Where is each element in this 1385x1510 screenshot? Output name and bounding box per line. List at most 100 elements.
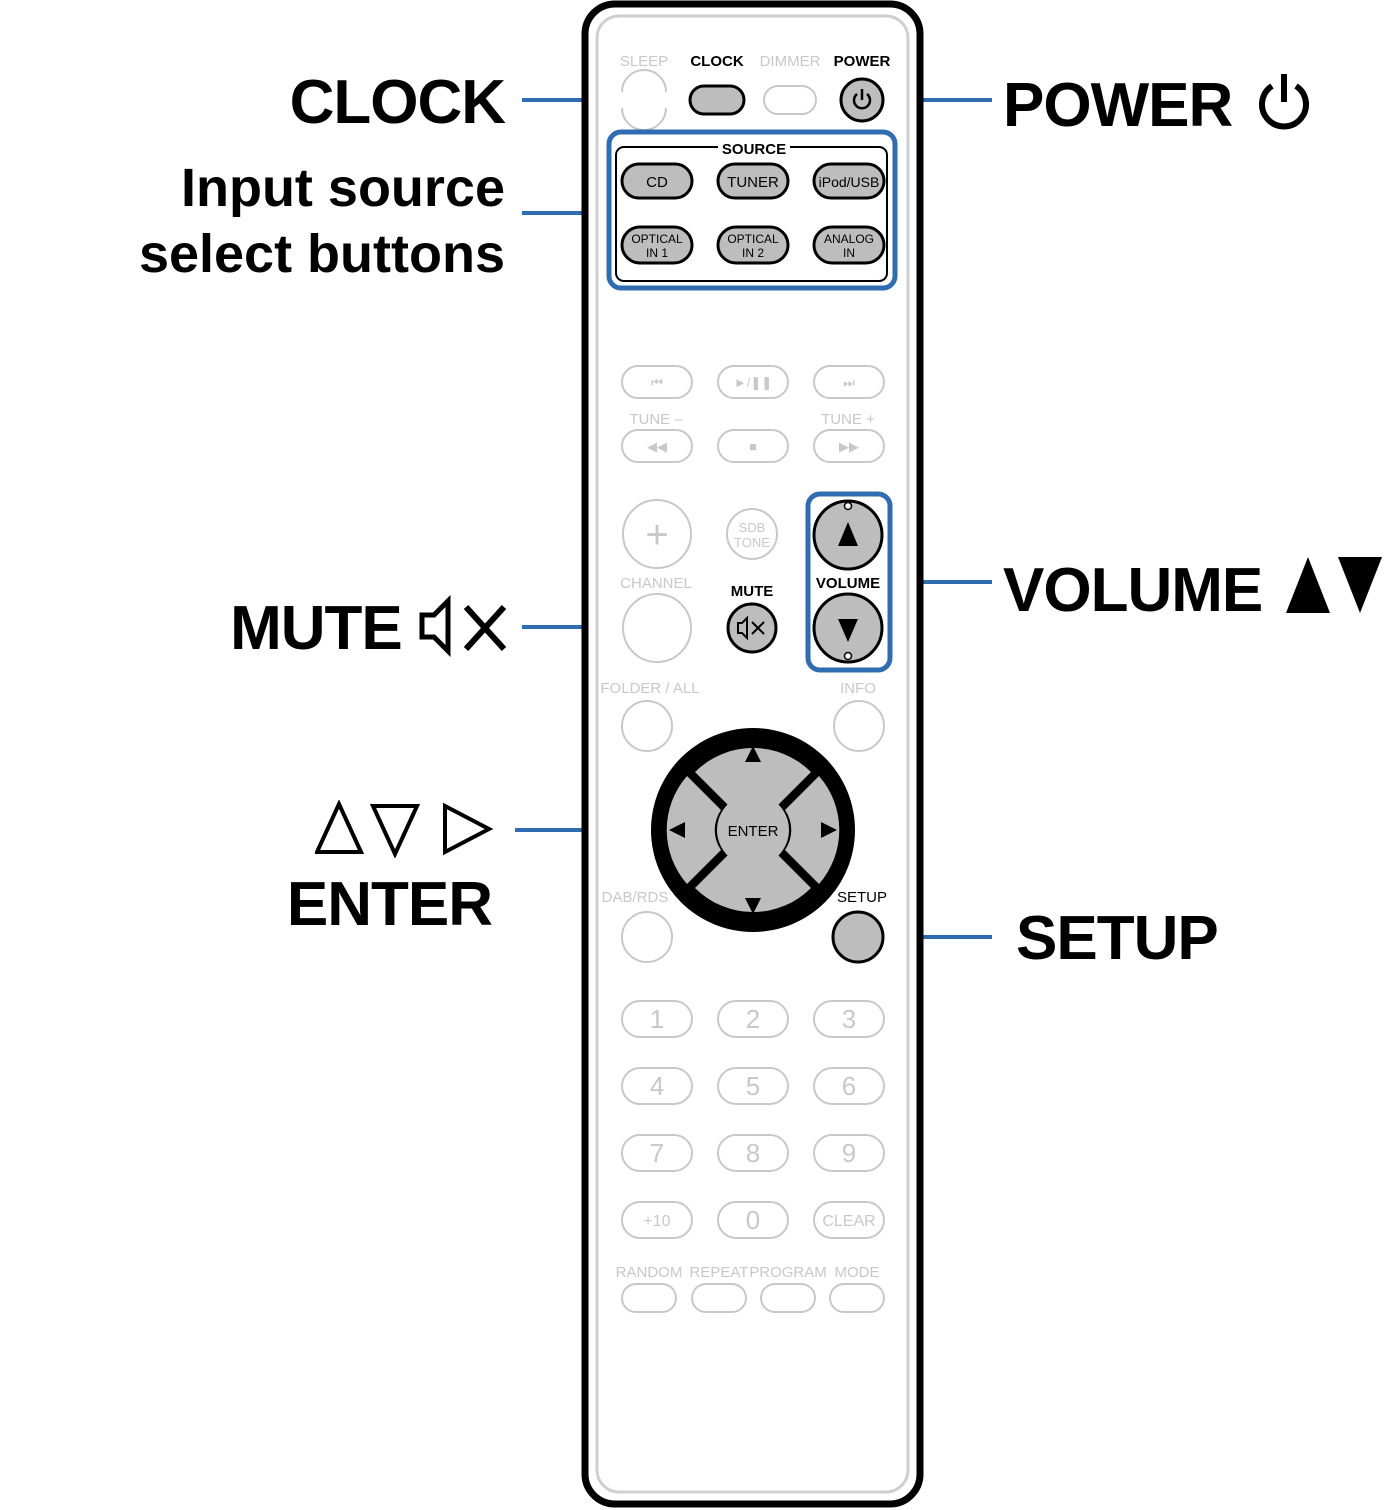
dpad-right-button[interactable] xyxy=(785,776,840,884)
numpad-button[interactable] xyxy=(717,1201,789,1239)
bottom-row-button[interactable] xyxy=(691,1283,747,1313)
volume-up-icon xyxy=(838,522,858,546)
numpad-button[interactable] xyxy=(813,1000,885,1038)
optical-in1-button[interactable] xyxy=(620,225,694,265)
dimmer-button[interactable] xyxy=(763,85,817,115)
optical-in2-label-a: OPTICAL xyxy=(727,232,779,246)
channel-minus-button[interactable] xyxy=(622,593,692,663)
label-folder-all: FOLDER / ALL xyxy=(600,680,699,697)
enter-button[interactable] xyxy=(717,794,789,866)
numpad-button-label: 3 xyxy=(842,1004,856,1034)
fast-forward-icon: ▶▶ xyxy=(839,439,859,454)
numpad-button[interactable] xyxy=(621,1000,693,1038)
dpad-left-icon xyxy=(669,822,685,838)
callout-cursor xyxy=(300,799,495,868)
rewind-button[interactable] xyxy=(621,429,693,463)
numpad-button[interactable] xyxy=(813,1134,885,1172)
label-channel: CHANNEL xyxy=(620,575,692,592)
cd-button[interactable] xyxy=(620,162,694,200)
setup-button[interactable] xyxy=(831,910,885,964)
stop-button[interactable] xyxy=(717,429,789,463)
prev-button[interactable] xyxy=(621,365,693,399)
fast-forward-button[interactable] xyxy=(813,429,885,463)
numpad-button[interactable] xyxy=(717,1134,789,1172)
bottom-row-label: MODE xyxy=(835,1264,880,1281)
remote-body-inner xyxy=(595,14,910,1494)
callout-mute-label: MUTE xyxy=(230,594,403,663)
ipod-usb-button-label: iPod/USB xyxy=(819,174,880,190)
callout-input-source: Input source select buttons xyxy=(80,155,505,287)
tone-label: TONE xyxy=(734,535,770,550)
tuner-button-label: TUNER xyxy=(727,174,779,191)
label-tune-plus: TUNE + xyxy=(821,411,875,428)
ipod-usb-button[interactable] xyxy=(812,162,886,200)
bottom-row-button[interactable] xyxy=(760,1283,816,1313)
volume-highlight xyxy=(805,491,893,673)
numpad-button-label: 4 xyxy=(650,1071,664,1101)
dab-rds-button[interactable] xyxy=(621,911,673,963)
channel-plus-button[interactable] xyxy=(622,499,692,569)
dpad-segments xyxy=(666,747,840,913)
numpad-button-label: 2 xyxy=(746,1004,760,1034)
numpad-button-label: 1 xyxy=(650,1004,664,1034)
tuner-button[interactable] xyxy=(716,162,790,200)
folder-all-button[interactable] xyxy=(621,700,673,752)
callout-input-line2: select buttons xyxy=(138,224,505,284)
dpad-down-button[interactable] xyxy=(695,855,811,913)
optical-in2-label-b: IN 2 xyxy=(742,246,764,260)
callout-clock: CLOCK xyxy=(289,68,506,137)
label-setup: SETUP xyxy=(837,889,887,906)
sdb-tone-button[interactable] xyxy=(726,508,778,560)
volume-up-dot xyxy=(843,501,853,511)
dpad-left-button[interactable] xyxy=(666,776,721,884)
leader-volume xyxy=(890,580,992,584)
mute-button[interactable] xyxy=(726,602,778,654)
numpad-button[interactable] xyxy=(717,1000,789,1038)
numpad-button[interactable] xyxy=(621,1134,693,1172)
next-icon: ⏭ xyxy=(843,375,855,390)
stop-icon: ■ xyxy=(749,439,757,454)
numpad-button[interactable] xyxy=(813,1201,885,1239)
clock-button[interactable] xyxy=(688,84,746,116)
label-mute: MUTE xyxy=(731,583,774,600)
bottom-row-label: PROGRAM xyxy=(749,1264,827,1281)
numpad-button-label: 8 xyxy=(746,1138,760,1168)
numpad-button-label: 5 xyxy=(746,1071,760,1101)
numpad-button[interactable] xyxy=(717,1067,789,1105)
dpad-right-icon xyxy=(821,822,837,838)
dpad-down-icon xyxy=(745,898,761,914)
callout-mute: MUTE xyxy=(150,594,510,663)
play-pause-icon: ►/❚❚ xyxy=(734,375,772,391)
dpad-up-button[interactable] xyxy=(695,747,811,805)
numpad-button-label: 0 xyxy=(746,1205,760,1235)
numpad-button[interactable] xyxy=(621,1201,693,1239)
numpad-button-label: +10 xyxy=(643,1213,670,1230)
leader-setup xyxy=(884,935,992,939)
play-pause-button[interactable] xyxy=(717,365,789,399)
leader-input-source xyxy=(522,211,610,215)
label-dimmer: DIMMER xyxy=(760,53,821,70)
volume-arrows-icon xyxy=(1286,557,1383,613)
callout-input-line1: Input source xyxy=(180,158,505,218)
optical-in2-button[interactable] xyxy=(716,225,790,265)
enter-button-label: ENTER xyxy=(728,823,779,840)
numpad-button-label: 9 xyxy=(842,1138,856,1168)
optical-in1-label-b: IN 1 xyxy=(646,246,668,260)
bottom-row-button[interactable] xyxy=(621,1283,677,1313)
sdb-label: SDB xyxy=(739,520,766,535)
bottom-row-button[interactable] xyxy=(829,1283,885,1313)
numpad-button-label: 6 xyxy=(842,1071,856,1101)
label-sleep: SLEEP xyxy=(620,53,668,70)
prev-icon: ⏮ xyxy=(651,375,663,390)
next-button[interactable] xyxy=(813,365,885,399)
label-info: INFO xyxy=(840,680,876,697)
callout-power: POWER xyxy=(1003,72,1312,137)
power-icon xyxy=(1259,74,1310,130)
numpad-button[interactable] xyxy=(621,1067,693,1105)
analog-in-button[interactable] xyxy=(812,225,886,265)
info-button[interactable] xyxy=(833,700,885,752)
numpad-button[interactable] xyxy=(813,1067,885,1105)
